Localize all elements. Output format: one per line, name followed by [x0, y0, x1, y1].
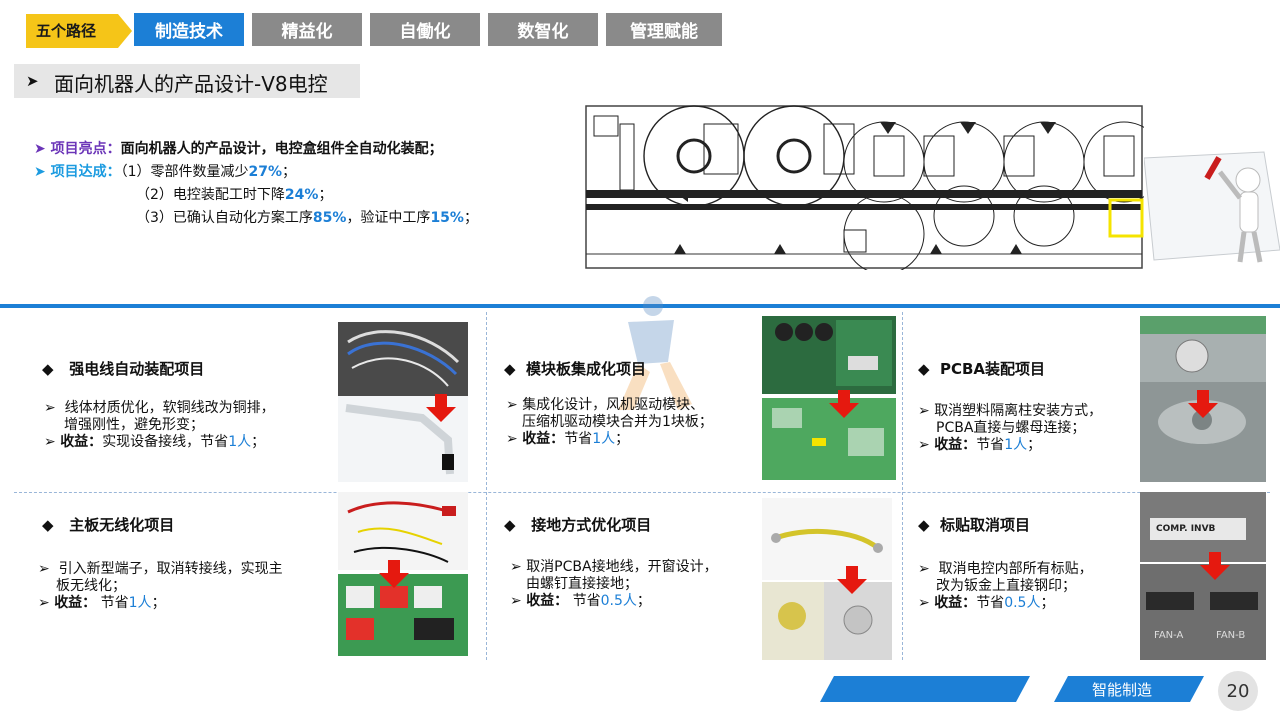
presenter-figure-illustration: [1143, 150, 1280, 268]
grid-divider-vertical: [902, 312, 903, 660]
card-body-strong-wire: ➢ 线体材质优化，软铜线改为铜排， 增强刚性，避免形变； ➢ 收益：实现设备接线…: [44, 400, 275, 450]
tab-lean[interactable]: 精益化: [252, 13, 362, 46]
assembly-line-layout-drawing: [584, 104, 1165, 275]
photo-new-terminals: [338, 574, 468, 656]
section-divider: [0, 304, 1280, 308]
bullet-arrow-icon: ➤: [34, 164, 51, 180]
photo-text-comp-invb: COMP. INVB: [1156, 524, 1216, 534]
photo-text-fan-a: FAN-A: [1154, 630, 1184, 641]
card-body-grounding: ➢ 取消PCBA接地线，开窗设计， 由螺钉直接接地； ➢ 收益： 节省0.5人；: [510, 559, 718, 609]
photo-screw-grounding: [762, 582, 892, 660]
card-title-pcba-assembly: ◆ PCBA装配项目: [918, 360, 1046, 378]
arrow-down-icon: [379, 560, 409, 588]
page-number: 20: [1218, 671, 1258, 711]
bullet-arrow-icon: ➤: [34, 141, 51, 157]
card-body-mainboard-wireless: ➢ 引入新型端子，取消转接线，实现主 板无线化； ➢ 收益： 节省1人；: [38, 561, 283, 611]
card-body-label-removal: ➢ 取消电控内部所有标贴， 改为钣金上直接钢印； ➢ 收益：节省0.5人；: [918, 561, 1093, 611]
card-title-mainboard-wireless: ◆ 主板无线化项目: [42, 516, 175, 534]
photo-copper-wires: [338, 322, 468, 396]
chevron-right-icon: ➤: [26, 72, 39, 90]
footer-text: 智能制造: [1092, 681, 1153, 699]
card-title-label-removal: ◆ 标贴取消项目: [918, 516, 1030, 534]
arrow-down-icon: [829, 390, 859, 418]
arrow-down-icon: [426, 394, 456, 422]
photo-old-boards: [762, 316, 896, 394]
section-title-bar: ➤ 面向机器人的产品设计-V8电控: [14, 64, 360, 98]
photo-steel-stamp: FAN-A FAN-B: [1140, 564, 1266, 660]
photo-text-fan-b: FAN-B: [1216, 630, 1246, 641]
card-title-module-board: ◆ 模块板集成化项目: [504, 360, 646, 378]
card-title-strong-wire: ◆ 强电线自动装配项目: [42, 360, 205, 378]
tab-management[interactable]: 管理赋能: [606, 13, 722, 46]
path-tag: 五个路径: [26, 12, 132, 50]
arrow-down-icon: [1188, 390, 1218, 418]
tab-jidoka[interactable]: 自働化: [370, 13, 480, 46]
achievement-line-1: ➤ 项目达成：（1）零部件数量减少27%；: [34, 164, 297, 180]
photo-adapter-wires: [338, 492, 468, 570]
photo-integrated-board: [762, 398, 896, 480]
tab-digital[interactable]: 数智化: [488, 13, 598, 46]
achievement-line-3: （3）已确认自动化方案工序85%，验证中工序15%；: [136, 210, 478, 226]
footer-bar-decor: [820, 676, 1030, 702]
grid-divider-horizontal: [14, 492, 1270, 493]
photo-plastic-standoff: [1140, 316, 1266, 382]
watermark-figure: [598, 292, 698, 412]
path-tag-label: 五个路径: [36, 22, 97, 40]
page-title: 面向机器人的产品设计-V8电控: [54, 72, 328, 96]
achievement-line-2: （2）电控装配工时下降24%；: [136, 187, 333, 203]
card-title-grounding: ◆ 接地方式优化项目: [504, 516, 652, 534]
highlight-line: ➤ 项目亮点：面向机器人的产品设计，电控盒组件全自动化装配；: [34, 141, 443, 157]
card-body-pcba-assembly: ➢ 取消塑料隔离柱安装方式， PCBA直接与螺母连接； ➢ 收益：节省1人；: [918, 403, 1103, 453]
arrow-down-icon: [1200, 552, 1230, 580]
tab-manufacturing-tech[interactable]: 制造技术: [134, 13, 244, 46]
footer-label-bar: 智能制造: [1054, 676, 1204, 702]
grid-divider-vertical: [486, 312, 487, 660]
card-body-module-board: ➢ 集成化设计，风机驱动模块、 压缩机驱动模块合并为1块板； ➢ 收益：节省1人…: [506, 397, 713, 447]
photo-old-label: COMP. INVB: [1140, 492, 1266, 562]
photo-ground-wire: [762, 498, 892, 580]
arrow-down-icon: [837, 566, 867, 594]
